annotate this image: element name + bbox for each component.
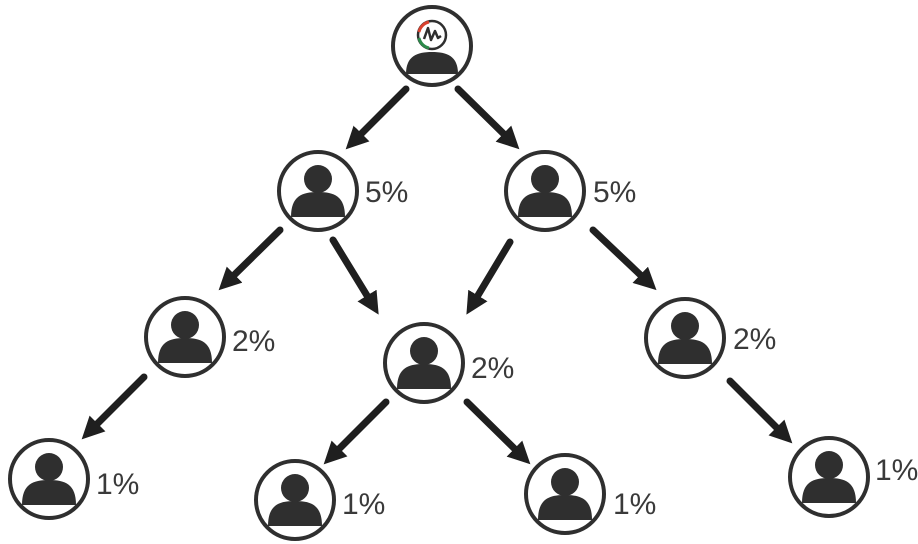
node-l2-left <box>144 296 226 378</box>
arrows <box>81 85 793 465</box>
percent-label: 2% <box>232 325 275 358</box>
node-l1-right <box>504 150 586 232</box>
node-l3-c <box>524 453 606 535</box>
arrow-l2-middle-to-l3-b <box>323 398 390 465</box>
arrow-l2-middle-to-l3-c <box>463 398 531 465</box>
node-l2-middle <box>383 322 465 404</box>
arrow-root-to-l1-left <box>345 85 410 150</box>
arrow-l1-left-to-l2-middle <box>329 236 379 315</box>
arrow-l1-right-to-l2-middle <box>466 238 514 315</box>
node-l2-right <box>644 297 726 379</box>
percent-label: 2% <box>471 352 514 385</box>
percent-label: 1% <box>875 454 918 487</box>
arrow-l1-right-to-l2-right <box>589 226 657 291</box>
percent-label: 2% <box>733 323 776 356</box>
node-root <box>391 5 473 87</box>
waveform-logo-icon <box>416 19 448 51</box>
node-l3-d <box>788 436 870 518</box>
arrow-l1-left-to-l2-left <box>218 226 284 291</box>
arrow-l2-left-to-l3-a <box>81 373 148 440</box>
node-l1-left <box>277 150 359 232</box>
arrow-l2-right-to-l3-d <box>726 377 793 444</box>
arrow-root-to-l1-right <box>454 85 520 150</box>
percent-label: 5% <box>593 176 636 209</box>
percent-label: 5% <box>365 176 408 209</box>
percent-label: 1% <box>342 488 385 521</box>
percent-label: 1% <box>96 468 139 501</box>
percent-label: 1% <box>613 488 656 521</box>
node-l3-a <box>8 438 90 520</box>
node-l3-b <box>254 459 336 541</box>
person-body-icon <box>406 52 458 74</box>
